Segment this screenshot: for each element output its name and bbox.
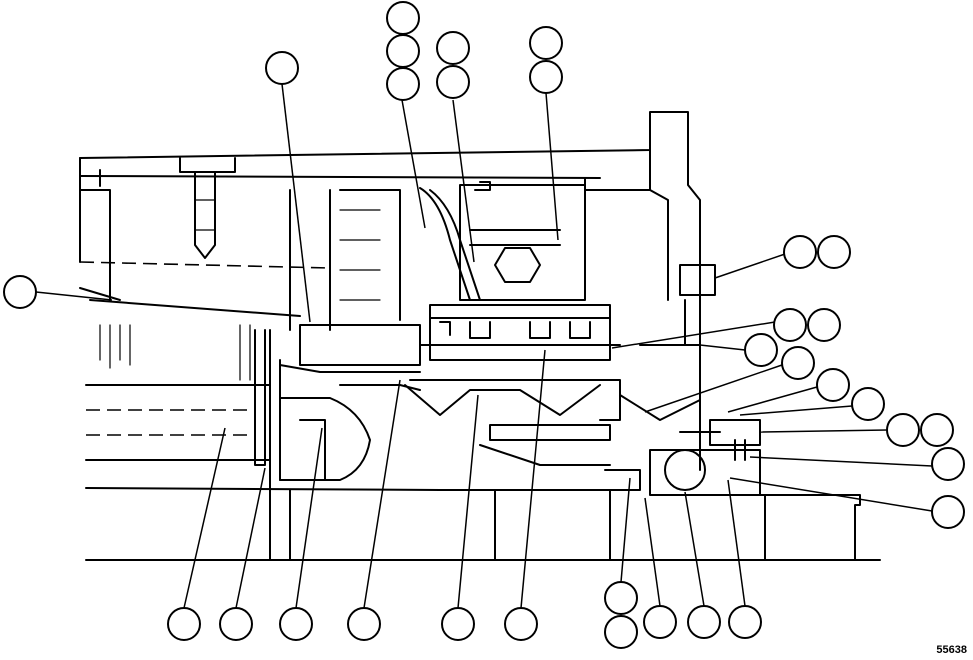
callout-bubble: [436, 65, 470, 99]
callout-bubble: [851, 387, 885, 421]
callout-bubble: [386, 67, 420, 101]
callout-bubble: [728, 605, 762, 639]
base-structure: [289, 489, 861, 561]
leader-lines: [35, 83, 933, 609]
callout-bubble: [279, 607, 313, 641]
callout-bubbles: [3, 1, 965, 649]
callout-bubble: [529, 60, 563, 94]
callout-bubble: [604, 581, 638, 615]
callout-bubble: [781, 346, 815, 380]
callout-bubble: [386, 1, 420, 35]
callout-bubble: [886, 413, 920, 447]
callout-bubble: [920, 413, 954, 447]
centerlines-left: [79, 261, 331, 436]
callout-bubble: [744, 333, 778, 367]
callout-bubble: [504, 607, 538, 641]
clutch-pack: [279, 189, 421, 481]
callout-bubble: [817, 235, 851, 269]
callout-bubble: [643, 605, 677, 639]
callout-bubble: [604, 615, 638, 649]
bolt-top-left: [179, 157, 236, 259]
callout-bubble: [219, 607, 253, 641]
callout-bubble: [347, 607, 381, 641]
callout-bubble: [3, 275, 37, 309]
gear-assembly: [404, 181, 621, 466]
callout-bubble: [436, 31, 470, 65]
figure-reference-number: 55638: [936, 644, 967, 656]
callout-bubble: [687, 605, 721, 639]
callout-bubble: [773, 308, 807, 342]
callout-bubble: [167, 607, 201, 641]
callout-bubble: [529, 26, 563, 60]
callout-bubble: [441, 607, 475, 641]
callout-bubble: [386, 34, 420, 68]
callout-bubble: [783, 235, 817, 269]
callout-bubble: [816, 368, 850, 402]
callout-bubble: [931, 495, 965, 529]
callout-bubble: [807, 308, 841, 342]
housing: [79, 111, 701, 471]
callout-bubble: [931, 447, 965, 481]
callout-bubble: [265, 51, 299, 85]
shaft-left: [85, 324, 881, 561]
